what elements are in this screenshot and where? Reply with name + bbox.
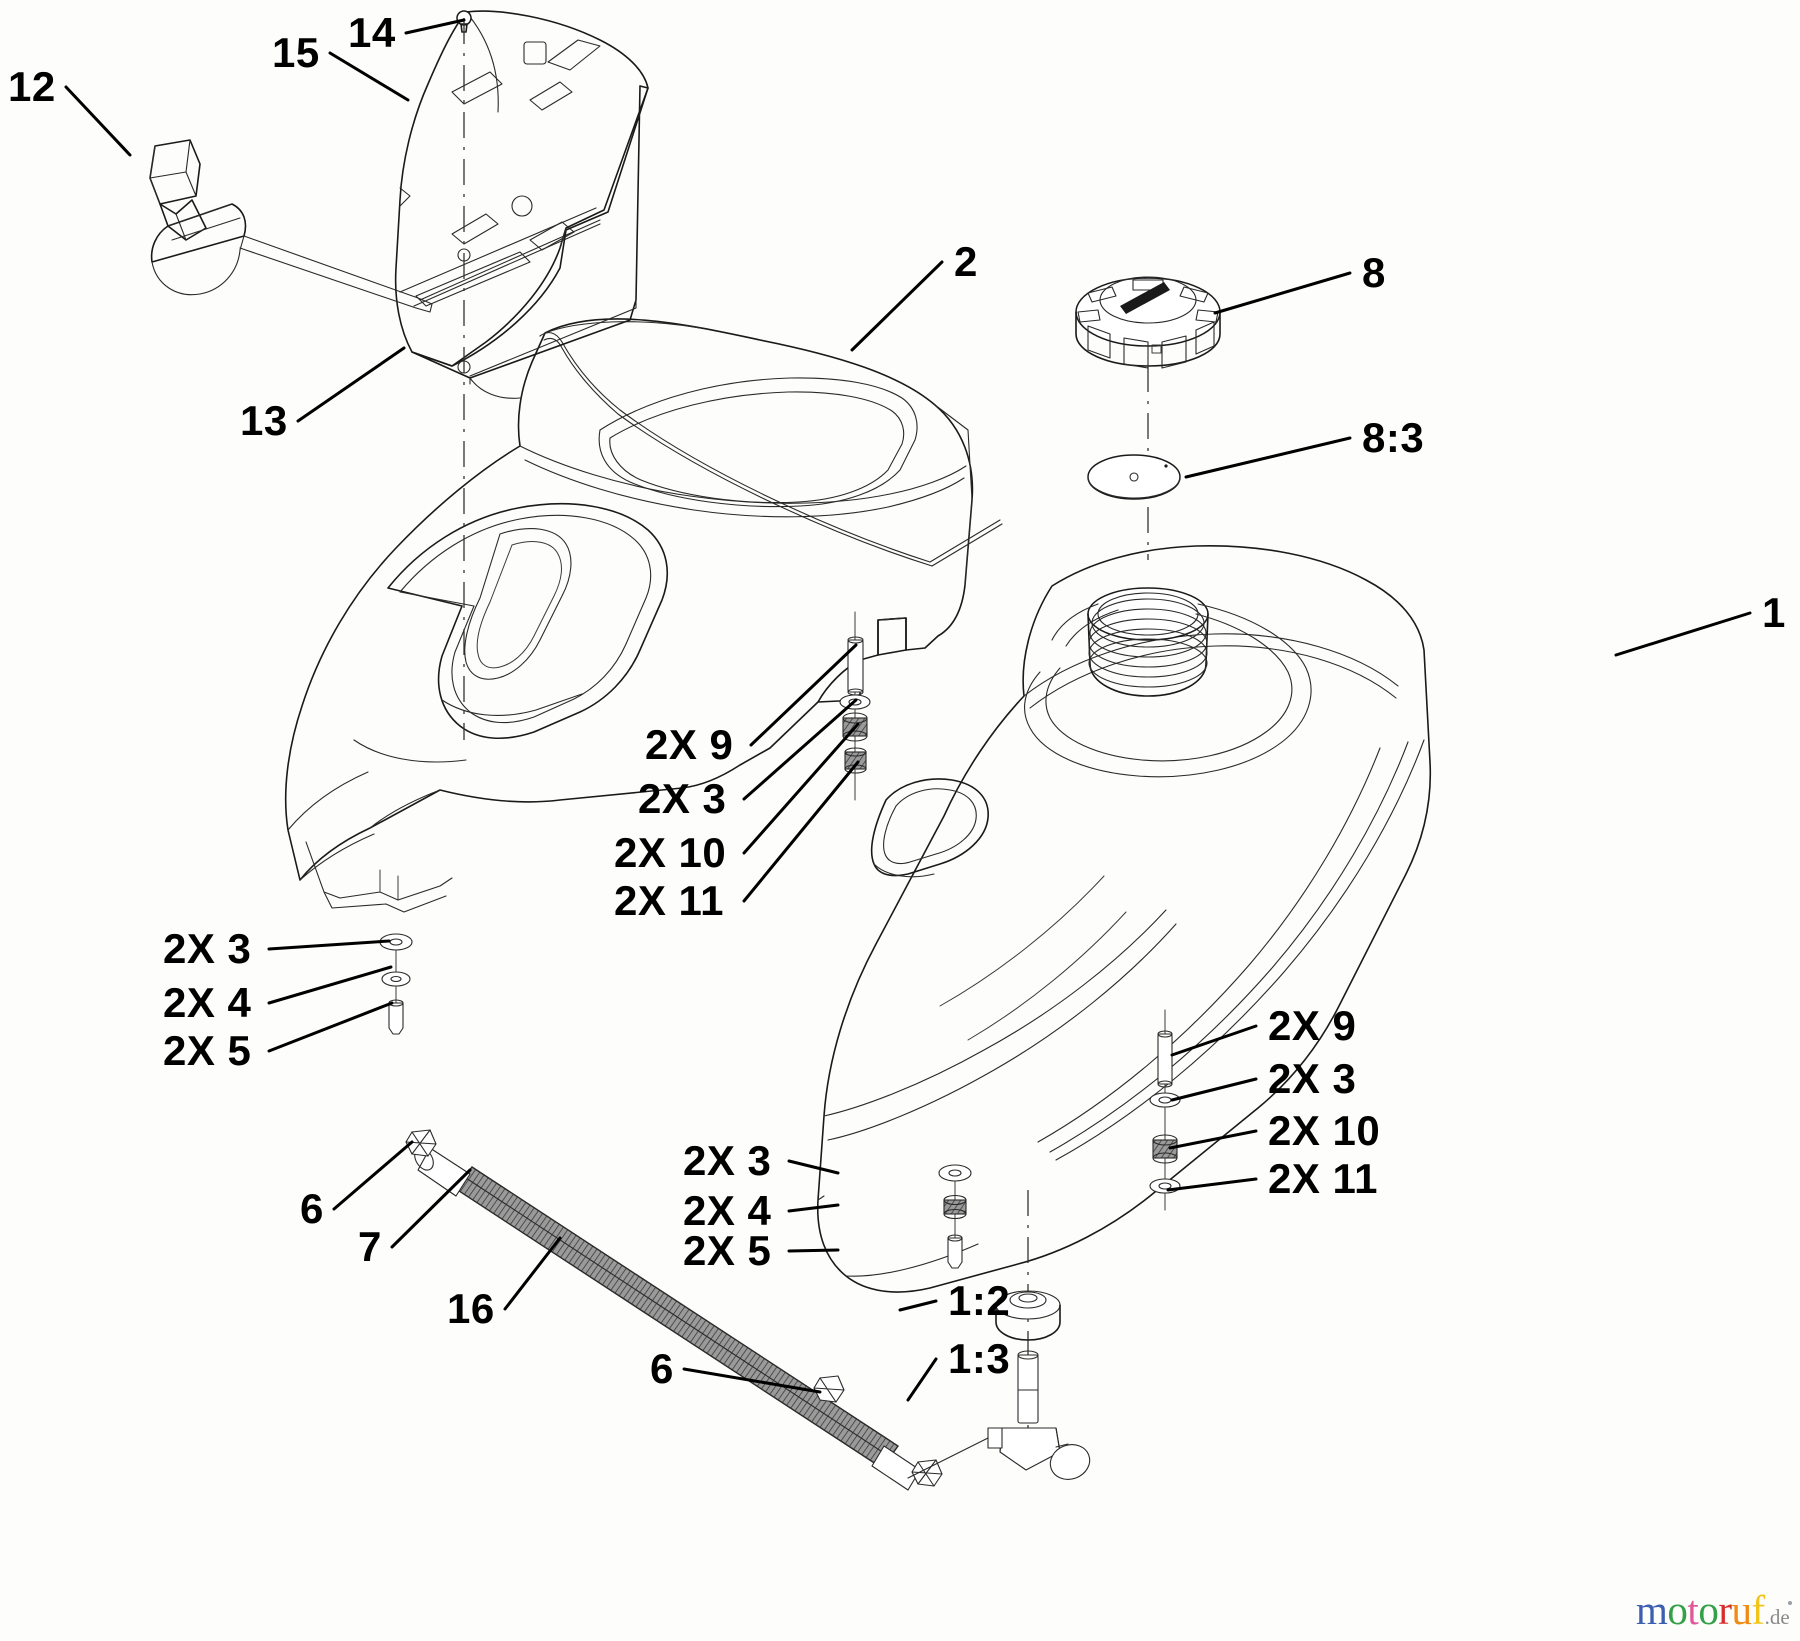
callout-13: 13	[240, 397, 288, 444]
fastener-stack-tank-right	[1149, 1009, 1181, 1211]
leader-line-12	[64, 85, 132, 157]
fastener-stack-tank-bottom	[938, 1164, 972, 1269]
fastener-stack-hood-rear	[839, 611, 871, 801]
callout-2x-10: 2X 10	[614, 829, 727, 876]
leader-line-2x-4	[267, 965, 393, 1005]
callout-16: 16	[447, 1285, 495, 1332]
grommet-part-1-2	[995, 1290, 1061, 1341]
motoruf-watermark: motoruf.de	[1636, 1586, 1792, 1634]
leader-line-2x-9	[1170, 1024, 1258, 1057]
leader-line-2x-5	[787, 1248, 840, 1253]
callout-6: 6	[650, 1345, 674, 1392]
leader-line-1-2	[898, 1299, 938, 1312]
callout-14: 14	[348, 9, 396, 56]
leader-line-2x-9	[749, 643, 858, 747]
leader-line-16	[503, 1236, 562, 1311]
leader-line-2x-3	[1170, 1077, 1258, 1102]
leader-lines	[64, 18, 1752, 1402]
hose-clamp-part-6-lower	[911, 1459, 943, 1487]
fuel-hose-part-16	[414, 1147, 921, 1491]
callout-6: 6	[300, 1185, 324, 1232]
leader-line-8-3	[1184, 436, 1352, 479]
callout-2x-5: 2X 5	[163, 1027, 252, 1074]
callout-2x-10: 2X 10	[1268, 1107, 1381, 1154]
leader-line-2x-3	[267, 939, 391, 951]
callout-1-3: 1:3	[948, 1335, 1011, 1382]
leader-line-8	[1213, 271, 1352, 315]
callout-2x-5: 2X 5	[683, 1227, 772, 1274]
callout-8-3: 8:3	[1362, 414, 1425, 461]
leader-line-15	[328, 51, 410, 102]
callout-15: 15	[272, 29, 320, 76]
callout-7: 7	[358, 1223, 382, 1270]
hood-part-2	[284, 318, 974, 913]
hose-to-valve-link	[907, 1437, 989, 1479]
leader-line-13	[296, 346, 406, 423]
callout-2x-3: 2X 3	[638, 775, 727, 822]
callout-12: 12	[8, 63, 56, 110]
callout-2x-3: 2X 3	[1268, 1055, 1357, 1102]
callout-2x-11: 2X 11	[614, 877, 724, 924]
leader-line-2	[850, 260, 944, 352]
watermark-letter: r	[1718, 1587, 1732, 1633]
watermark-letter: o	[1698, 1587, 1719, 1633]
panel-part-13	[411, 85, 649, 399]
callout-2x-9: 2X 9	[645, 721, 734, 768]
leader-line-1	[1614, 611, 1752, 657]
callout-2x-4: 2X 4	[683, 1187, 772, 1234]
leader-line-2x-4	[787, 1203, 840, 1213]
leader-line-14	[404, 18, 466, 35]
cap-gasket-part-8-3	[1087, 454, 1181, 500]
leader-line-2x-3	[787, 1159, 840, 1175]
callout-2x-3: 2X 3	[683, 1137, 772, 1184]
fastener-mid-panel	[457, 248, 471, 374]
leader-line-2x-3	[742, 698, 858, 801]
fastener-stack-hood-front	[379, 933, 413, 1035]
hose-clamp-mid	[813, 1375, 845, 1403]
callout-2x-11: 2X 11	[1268, 1155, 1378, 1202]
watermark-letter: u	[1731, 1587, 1752, 1633]
watermark-letter: o	[1667, 1587, 1688, 1633]
leader-line-2x-10	[1168, 1129, 1258, 1150]
fuel-valve-part-1-3	[987, 1350, 1091, 1480]
fuel-gauge-part-12	[149, 139, 433, 313]
fuel-tank-part-1	[816, 544, 1432, 1293]
callout-8: 8	[1362, 249, 1386, 296]
panel-part-15	[394, 10, 649, 367]
leader-line-2x-5	[267, 1001, 394, 1053]
hose-clamp-part-6-upper	[405, 1129, 437, 1157]
throttle-cable-part-12	[539, 332, 1003, 567]
callout-2: 2	[954, 238, 978, 285]
tank-filler-neck	[1087, 587, 1209, 697]
leader-line-1-3	[906, 1357, 938, 1402]
leader-line-6	[332, 1140, 414, 1211]
callout-1: 1	[1762, 589, 1786, 636]
watermark-letter: m	[1636, 1587, 1668, 1633]
callout-2x-4: 2X 4	[163, 979, 252, 1026]
fuel-cap-part-8	[1075, 276, 1221, 369]
watermark-suffix: .de	[1764, 1601, 1792, 1629]
leader-line-2x-11	[742, 760, 860, 903]
leader-line-7	[390, 1168, 472, 1249]
leader-line-6	[682, 1367, 822, 1394]
leader-line-2x-10	[742, 722, 860, 855]
watermark-letter: t	[1687, 1587, 1699, 1633]
callout-2x-3: 2X 3	[163, 925, 252, 972]
callout-2x-9: 2X 9	[1268, 1002, 1357, 1049]
leader-line-2x-11	[1166, 1177, 1258, 1192]
watermark-letter: f	[1751, 1587, 1765, 1633]
callout-1-2: 1:2	[948, 1277, 1011, 1324]
